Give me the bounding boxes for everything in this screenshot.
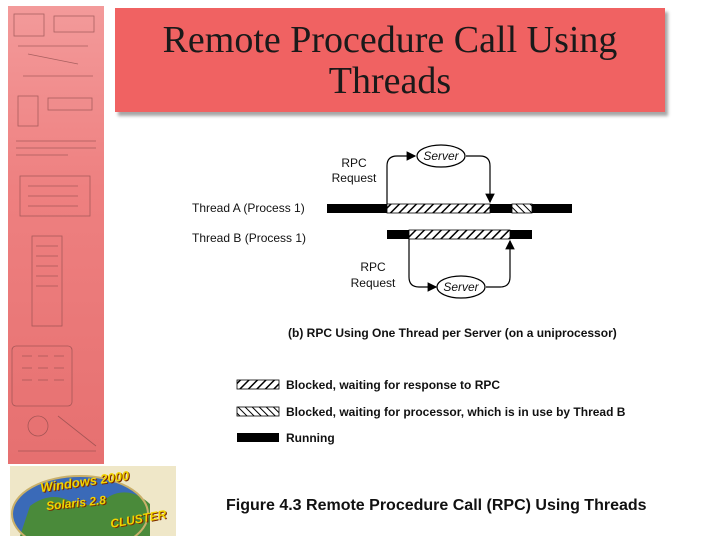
legend-swatch-blocked-response xyxy=(236,379,280,390)
rpc-request-top-line-2: Request xyxy=(332,171,377,185)
server-top-label: Server xyxy=(423,149,459,163)
thread-a-running-1 xyxy=(327,204,387,213)
slide-title-line-2: Threads xyxy=(328,60,452,102)
thread-a-running-3 xyxy=(532,204,572,213)
slide-title: Remote Procedure Call Using Threads xyxy=(115,20,665,102)
rpc-request-bottom-line-1: RPC xyxy=(360,260,386,274)
slide-title-line-1: Remote Procedure Call Using xyxy=(162,19,618,61)
rpc-return-arrow-top xyxy=(466,155,495,204)
legend-swatch-running xyxy=(237,433,279,442)
thread-b-label: Thread B (Process 1) xyxy=(192,231,306,245)
thread-b-running-1 xyxy=(387,230,409,239)
legend-text-running: Running xyxy=(286,431,335,445)
server-bottom-ellipse xyxy=(436,275,486,299)
rpc-request-bottom-line-2: Request xyxy=(351,276,396,290)
legend-text-blocked-processor: Blocked, waiting for processor, which is… xyxy=(286,405,626,419)
globe-icon xyxy=(11,475,150,536)
sidebar-pattern-icon xyxy=(11,13,97,452)
figure-caption: Figure 4.3 Remote Procedure Call (RPC) U… xyxy=(226,497,647,514)
server-bottom-label: Server xyxy=(443,280,479,294)
legend-swatch-blocked-processor xyxy=(236,406,280,417)
rpc-call-arrow-top xyxy=(386,151,417,204)
thread-b-blocked-response xyxy=(408,229,511,240)
rpc-return-arrow-bottom xyxy=(486,239,515,288)
diagram-subcaption: (b) RPC Using One Thread per Server (on … xyxy=(288,326,617,340)
rpc-request-top-line-1: RPC xyxy=(341,156,367,170)
legend-text-blocked-response: Blocked, waiting for response to RPC xyxy=(286,378,500,392)
rpc-call-arrow-bottom xyxy=(408,239,438,292)
thread-a-running-2 xyxy=(490,204,512,213)
slide-title-box: Remote Procedure Call Using Threads xyxy=(115,8,665,112)
thread-a-label: Thread A (Process 1) xyxy=(192,201,305,215)
thread-b-running-2 xyxy=(510,230,532,239)
thread-a-blocked-processor xyxy=(511,203,533,214)
server-top-ellipse xyxy=(416,144,466,168)
sidebar-decoration xyxy=(8,6,104,464)
cluster-logo: Windows 2000 Solaris 2.8 CLUSTER xyxy=(10,466,176,536)
thread-a-blocked-response xyxy=(386,203,491,214)
